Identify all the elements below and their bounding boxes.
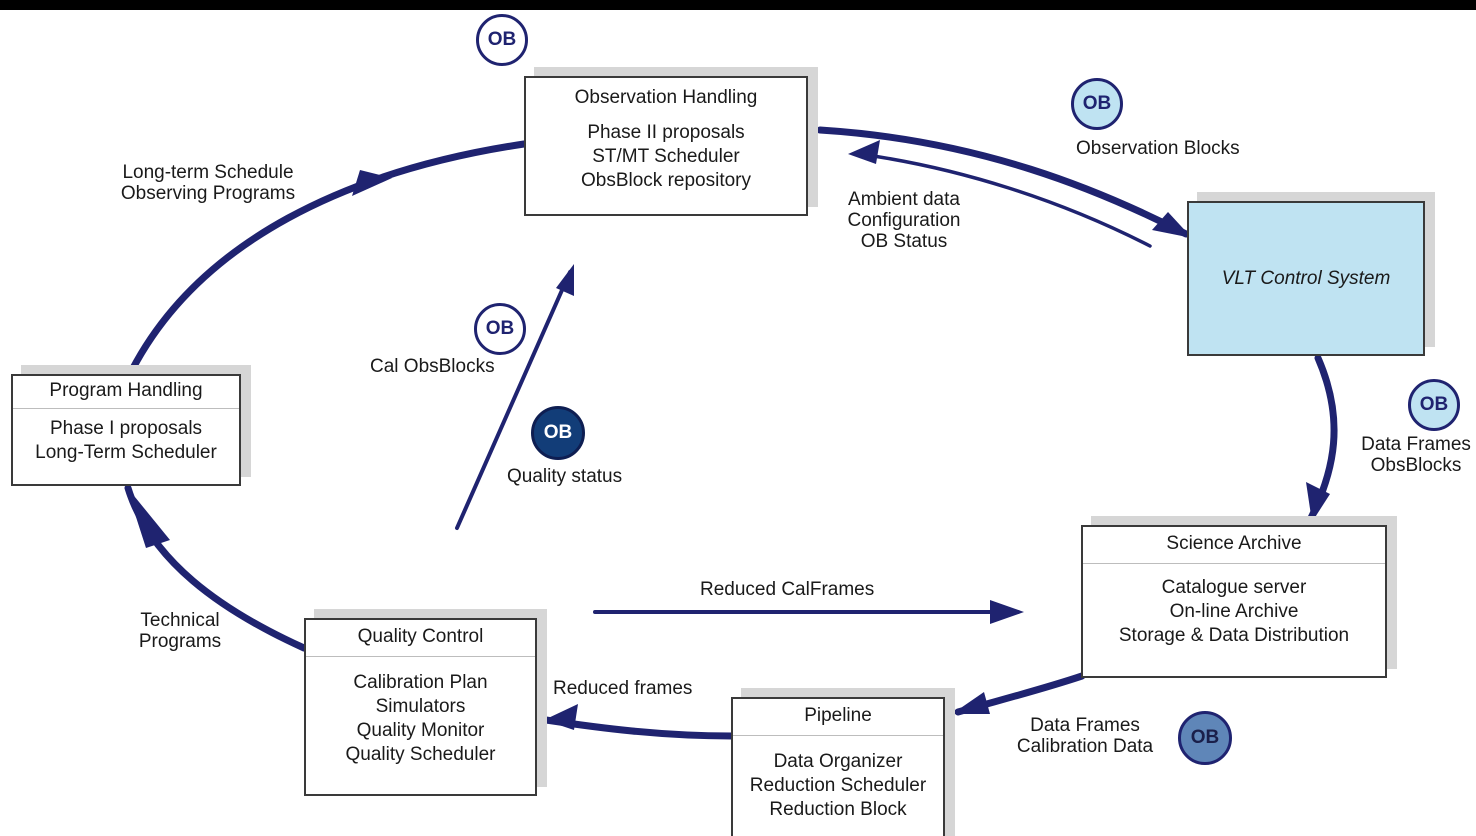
arrowhead-reduced-calframes	[990, 600, 1024, 624]
arrow-vlt-to-obs	[858, 152, 1152, 248]
arrowhead-qc-to-program	[126, 486, 170, 548]
label-ambient-data: Ambient data Configuration OB Status	[834, 189, 974, 252]
vlt-control-system-box: VLT Control System	[1187, 201, 1425, 356]
label-line: Observing Programs	[120, 183, 296, 204]
arrowhead-pipeline-to-qc	[544, 704, 578, 730]
science-archive-box: Science Archive Catalogue server On-line…	[1081, 525, 1387, 678]
observation-handling-box: Observation Handling Phase II proposals …	[524, 76, 808, 216]
label-line: Technical	[140, 610, 220, 631]
label-line: Programs	[138, 631, 222, 652]
label-line: Data Frames	[1361, 434, 1471, 455]
observation-handling-line: Phase II proposals	[587, 122, 745, 143]
label-line: Calibration Data	[1016, 736, 1154, 757]
label-reduced-calframes: Reduced CalFrames	[700, 579, 875, 600]
quality-control-line: Quality Scheduler	[345, 744, 496, 765]
quality-control-line: Quality Monitor	[356, 720, 485, 741]
pipeline-box: Pipeline Data Organizer Reduction Schedu…	[731, 697, 945, 836]
label-line: Data Frames	[1030, 715, 1140, 736]
ob-badge-icon: OB	[1408, 379, 1460, 431]
observation-handling-line: ObsBlock repository	[580, 170, 751, 191]
label-reduced-frames: Reduced frames	[553, 678, 693, 699]
label-observation-blocks: Observation Blocks	[1076, 138, 1240, 159]
quality-control-line: Simulators	[375, 696, 466, 717]
ob-badge-icon: OB	[476, 14, 528, 66]
vlt-control-system-title: VLT Control System	[1221, 267, 1391, 289]
science-archive-title: Science Archive	[1083, 527, 1385, 564]
program-handling-line: Long-Term Scheduler	[35, 442, 217, 463]
observation-handling-line: ST/MT Scheduler	[592, 146, 740, 167]
arrowhead-vlt-to-archive	[1306, 482, 1330, 522]
label-data-frames-calibration: Data Frames Calibration Data	[1004, 715, 1166, 757]
arrow-cal-obsblocks	[455, 270, 572, 530]
ob-badge-icon: OB	[1071, 78, 1123, 130]
label-technical-programs: Technical Programs	[128, 610, 232, 652]
program-handling-box: Program Handling Phase I proposals Long-…	[11, 374, 241, 486]
quality-control-box: Quality Control Calibration Plan Simulat…	[304, 618, 537, 796]
ob-badge-icon: OB	[1178, 711, 1232, 765]
ob-badge-icon: OB	[474, 303, 526, 355]
program-handling-line: Phase I proposals	[49, 418, 203, 439]
quality-control-title: Quality Control	[306, 620, 535, 657]
science-archive-line: Storage & Data Distribution	[1118, 625, 1350, 646]
label-quality-status: Quality status	[507, 466, 623, 487]
label-long-term-schedule: Long-term Schedule Observing Programs	[106, 162, 310, 204]
program-handling-title: Program Handling	[13, 376, 239, 409]
arrowhead-obs-to-vlt	[1152, 212, 1192, 238]
observation-handling-title: Observation Handling	[574, 87, 758, 108]
label-line: Ambient data	[848, 189, 960, 210]
quality-control-line: Calibration Plan	[353, 672, 488, 693]
arrowhead-archive-to-pipeline	[952, 692, 990, 714]
pipeline-line: Reduction Block	[769, 799, 907, 820]
ob-badge-icon: OB	[531, 406, 585, 460]
pipeline-line: Reduction Scheduler	[749, 775, 927, 796]
label-line: OB Status	[860, 231, 948, 252]
arrowhead-vlt-to-obs	[848, 140, 880, 164]
label-data-frames-obsblocks: Data Frames ObsBlocks	[1352, 434, 1476, 476]
arrow-obs-to-vlt	[816, 126, 1190, 238]
label-line: ObsBlocks	[1370, 455, 1462, 476]
science-archive-line: Catalogue server	[1161, 577, 1307, 598]
science-archive-line: On-line Archive	[1169, 601, 1299, 622]
pipeline-line: Data Organizer	[773, 751, 903, 772]
label-cal-obsblocks: Cal ObsBlocks	[370, 356, 495, 377]
arrowhead-cal-obsblocks	[556, 264, 574, 296]
label-line: Configuration	[847, 210, 961, 231]
arrowhead-program-to-obs	[352, 170, 392, 196]
label-line: Long-term Schedule	[122, 162, 294, 183]
pipeline-title: Pipeline	[733, 699, 943, 736]
arrow-program-to-obs	[128, 140, 528, 374]
